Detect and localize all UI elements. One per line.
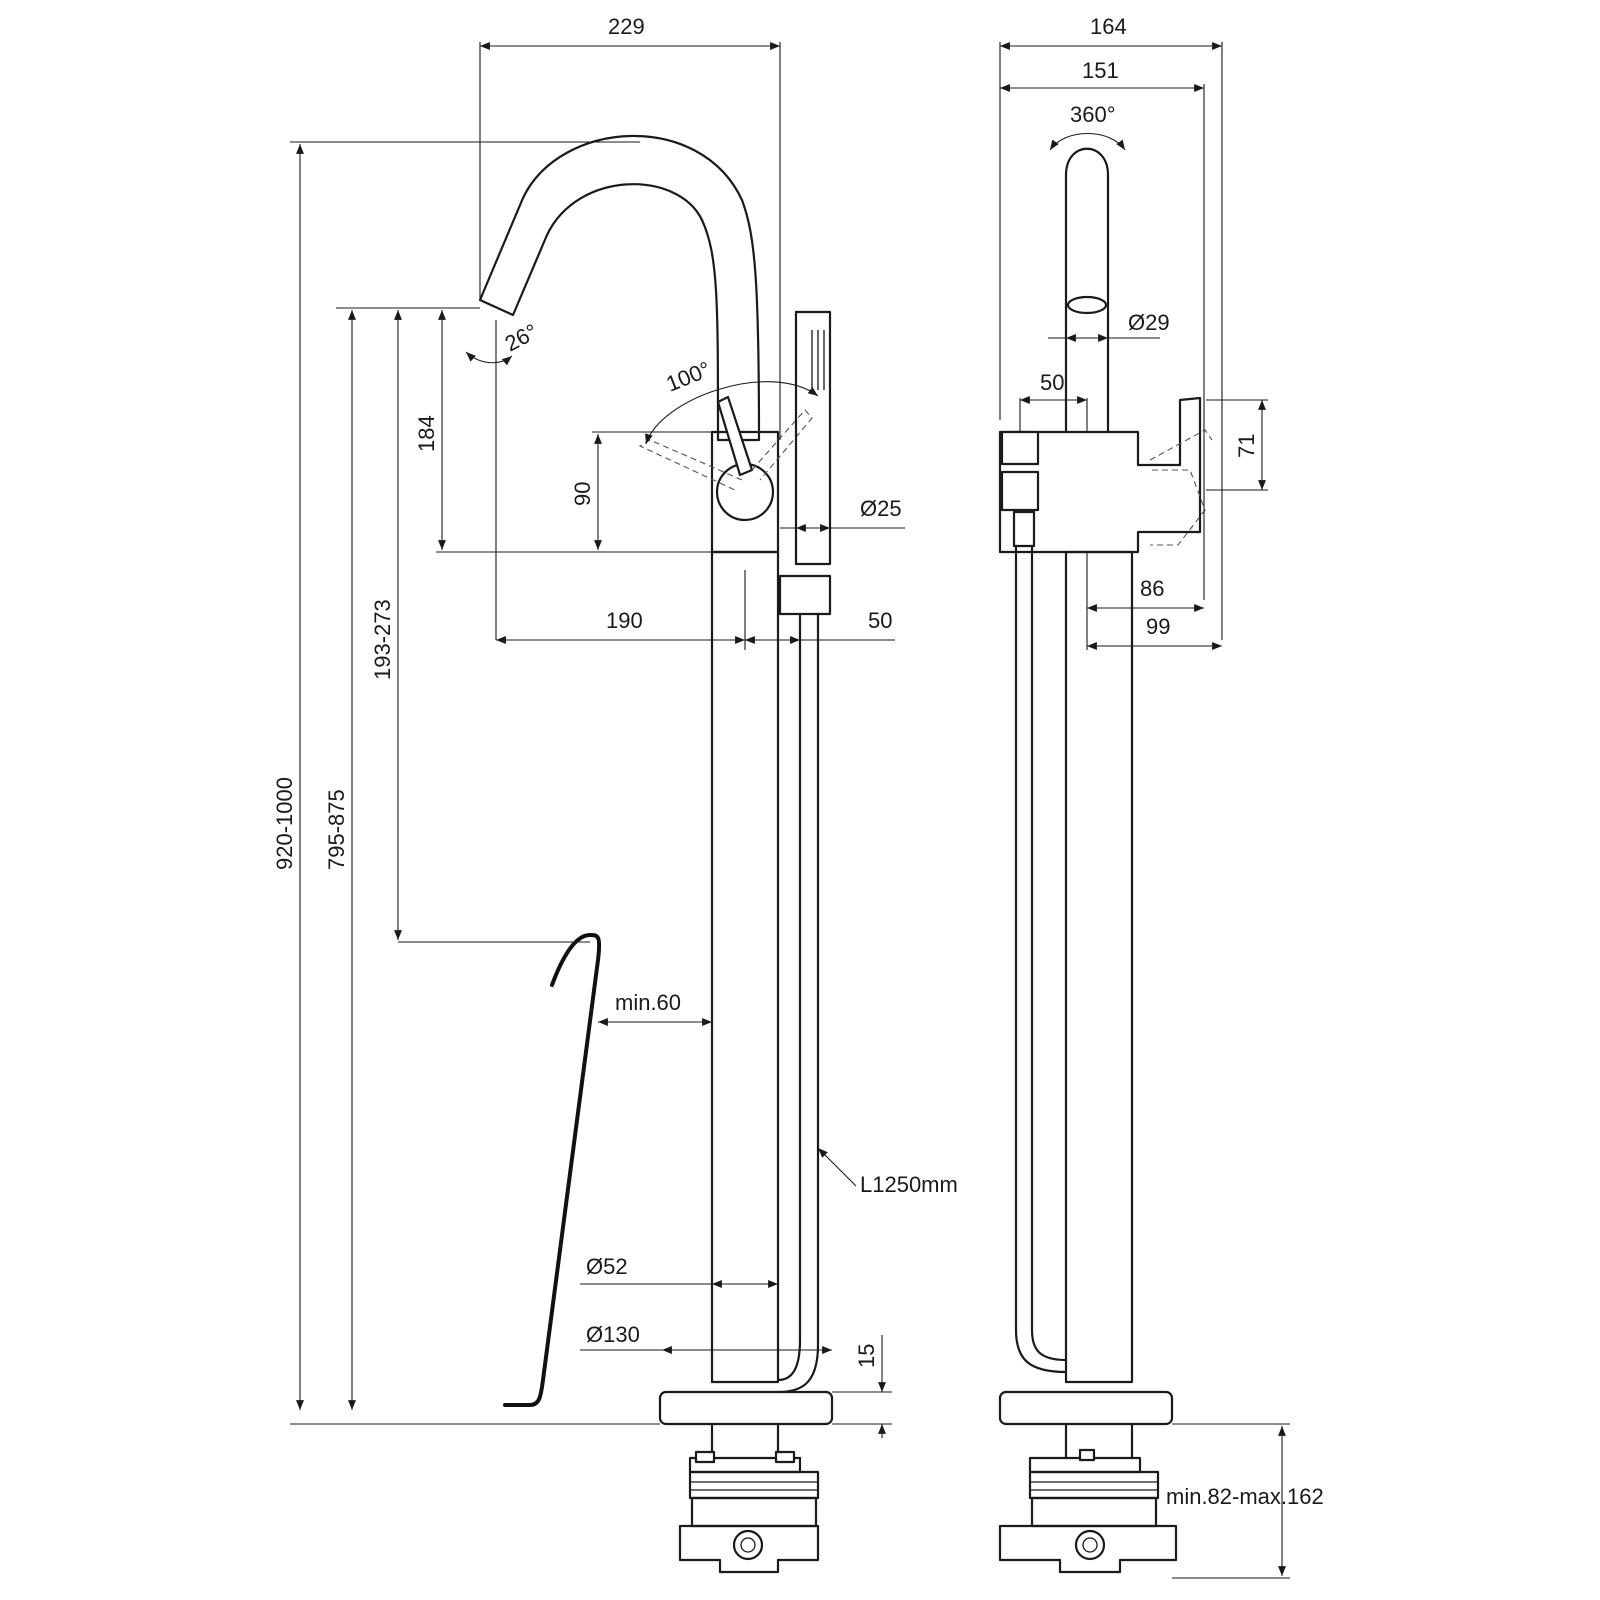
- dim-dia52: Ø52: [586, 1254, 628, 1279]
- hand-shower: [794, 310, 832, 566]
- dim-dia130: Ø130: [586, 1322, 640, 1347]
- dim-min60: min.60: [615, 990, 681, 1015]
- dim-100-degrees: 100°: [663, 356, 715, 396]
- dim-229: 229: [608, 14, 645, 39]
- column: [710, 550, 780, 1384]
- dim-dia25: Ø25: [860, 496, 902, 521]
- dim-920-1000: 920-1000: [272, 777, 297, 870]
- front-column: [1064, 550, 1134, 1384]
- dim-50-top: 50: [1040, 370, 1064, 395]
- dim-164: 164: [1090, 14, 1127, 39]
- dimension-lines: [290, 42, 1290, 1579]
- dim-184: 184: [414, 415, 439, 452]
- spout: [478, 134, 761, 442]
- dim-71: 71: [1234, 434, 1259, 458]
- dim-86: 86: [1140, 576, 1164, 601]
- front-base-plate: [998, 1390, 1174, 1426]
- dim-26-degrees: 26°: [501, 319, 542, 357]
- rough-in-box: [678, 1422, 820, 1574]
- dim-190: 190: [606, 608, 643, 633]
- front-rough-in-box: [998, 1422, 1178, 1574]
- side-view: [478, 134, 834, 1574]
- dim-193-273: 193-273: [370, 599, 395, 680]
- dim-50-side: 50: [868, 608, 892, 633]
- dimension-labels: 229 164 151 360° 26° 100° Ø29 50 71 184 …: [272, 14, 1324, 1509]
- lever-handle: [716, 395, 754, 477]
- dim-795-875: 795-875: [324, 789, 349, 870]
- shower-holder: [778, 574, 832, 616]
- base-plate: [658, 1390, 834, 1426]
- spout-outlet: [1066, 295, 1108, 315]
- dim-dia29: Ø29: [1128, 310, 1170, 335]
- bathtub-rim: [503, 933, 602, 1407]
- dim-99: 99: [1146, 614, 1170, 639]
- dim-90: 90: [570, 482, 595, 506]
- dim-min82-max162: min.82-max.162: [1166, 1484, 1324, 1509]
- hose: [776, 612, 802, 1382]
- dim-360-degrees: 360°: [1070, 102, 1116, 127]
- hose-length: L1250mm: [860, 1172, 958, 1197]
- front-view: [998, 147, 1213, 1574]
- dim-151: 151: [1082, 58, 1119, 83]
- front-spout: [1064, 147, 1110, 434]
- dim-15: 15: [854, 1344, 879, 1368]
